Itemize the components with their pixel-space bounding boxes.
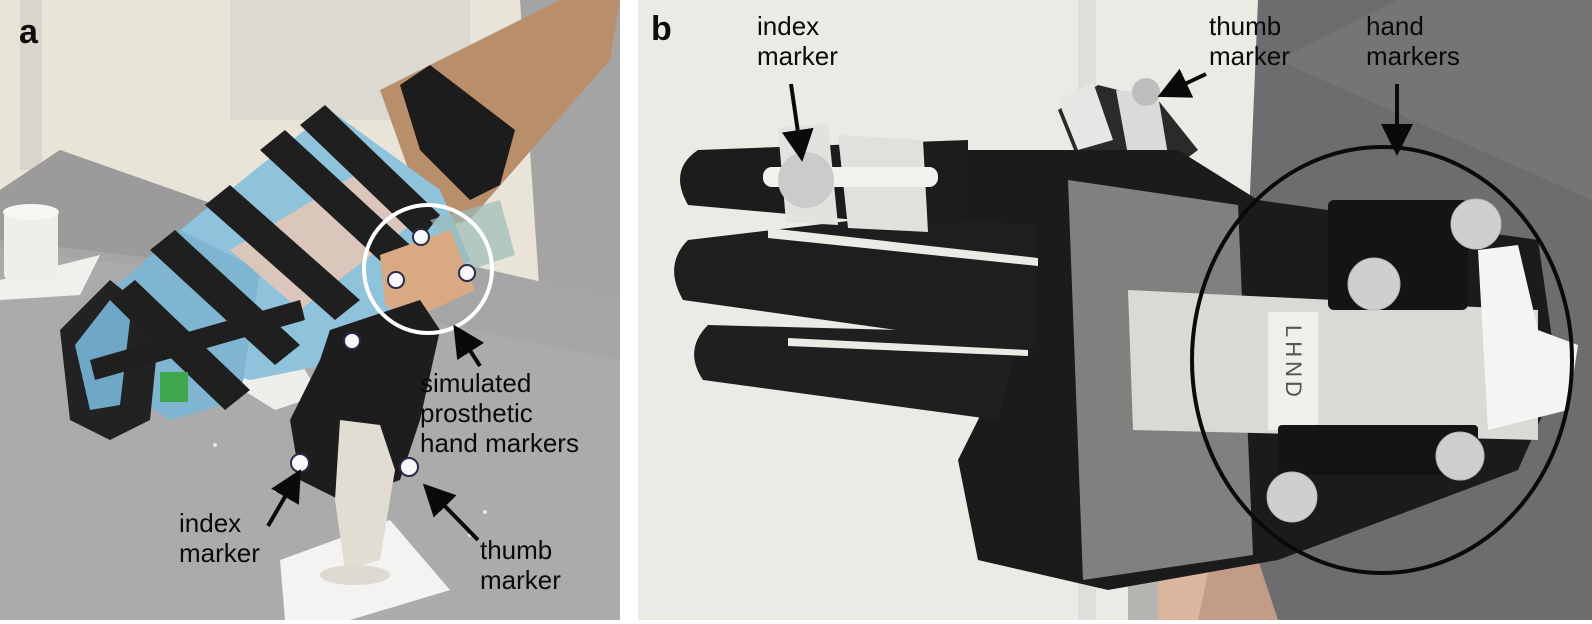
label-line: marker bbox=[1209, 41, 1290, 71]
label-line: index bbox=[179, 508, 242, 538]
panel-b-photo: LHND b index marker thumb marker hand ma… bbox=[638, 0, 1592, 620]
hand-markers-label: hand markers bbox=[1366, 11, 1460, 71]
panel-letter-b: b bbox=[651, 10, 672, 48]
label-line: markers bbox=[1366, 41, 1460, 71]
panel-b-scene bbox=[638, 0, 1592, 620]
panel-a-scene bbox=[0, 0, 620, 620]
label-line: prosthetic bbox=[420, 398, 533, 428]
index-marker-label-b: index marker bbox=[757, 11, 838, 71]
index-marker-label-a: index marker bbox=[179, 508, 260, 568]
label-line: simulated bbox=[420, 368, 532, 398]
thumb-marker-label-a: thumb marker bbox=[480, 535, 561, 595]
lhnd-tape-text: LHND bbox=[1281, 325, 1306, 401]
label-line: index bbox=[757, 11, 820, 41]
label-line: marker bbox=[179, 538, 260, 568]
label-line: hand bbox=[1366, 11, 1424, 41]
label-line: marker bbox=[757, 41, 838, 71]
label-line: thumb bbox=[480, 535, 553, 565]
thumb-marker-label-b: thumb marker bbox=[1209, 11, 1290, 71]
simulated-prosthetic-hand-markers-label: simulated prosthetic hand markers bbox=[420, 368, 579, 458]
label-line: hand markers bbox=[420, 428, 579, 458]
panel-letter-a: a bbox=[19, 13, 38, 51]
label-line: marker bbox=[480, 565, 561, 595]
panel-a-photo: a simulated prosthetic hand markers inde… bbox=[0, 0, 620, 620]
label-line: thumb bbox=[1209, 11, 1282, 41]
